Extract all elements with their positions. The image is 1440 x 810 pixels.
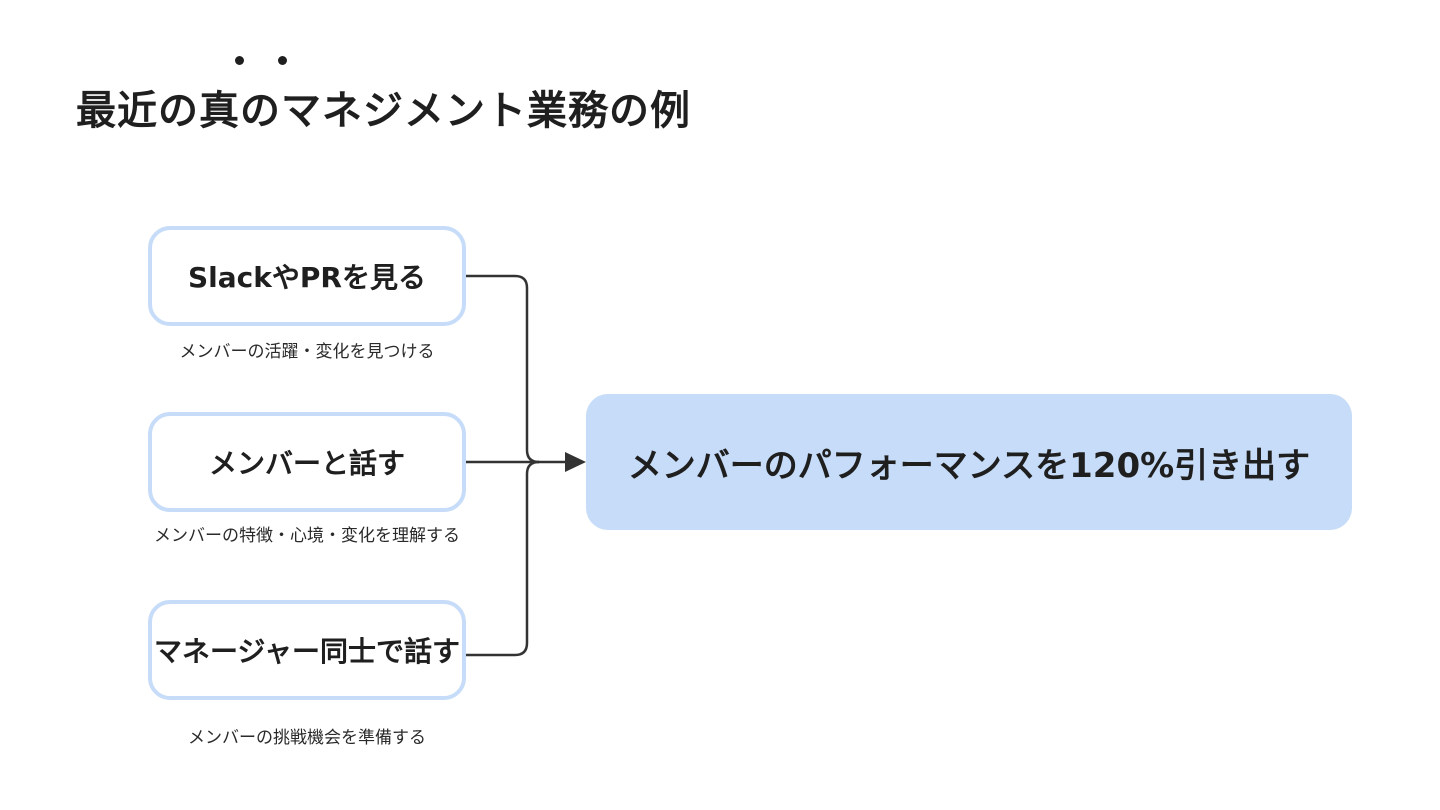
emphasis-dot bbox=[235, 56, 244, 65]
connector-from-managers bbox=[466, 460, 540, 657]
slide-title: 最近の真のマネジメント業務の例 bbox=[76, 88, 691, 134]
source-box-label: マネージャー同士で話す bbox=[153, 635, 461, 668]
source-box-label: メンバーと話す bbox=[208, 447, 405, 480]
source-caption-talk-members: メンバーの特徴・心境・変化を理解する bbox=[154, 526, 460, 546]
source-box-slack-pr: SlackやPRを見る bbox=[148, 226, 466, 326]
source-caption-slack-pr: メンバーの活躍・変化を見つける bbox=[179, 342, 435, 362]
connector-from-slack-pr bbox=[466, 274, 540, 464]
emphasis-dot bbox=[278, 56, 287, 65]
source-caption-managers-talk: メンバーの挑戦機会を準備する bbox=[188, 728, 426, 748]
source-box-talk-members: メンバーと話す bbox=[148, 412, 466, 512]
result-box-label: メンバーのパフォーマンスを120%引き出す bbox=[627, 445, 1311, 486]
result-box: メンバーのパフォーマンスを120%引き出す bbox=[586, 394, 1352, 530]
arrowhead-icon bbox=[565, 452, 586, 472]
source-box-managers-talk: マネージャー同士で話す bbox=[148, 600, 466, 700]
source-box-label: SlackやPRを見る bbox=[188, 261, 426, 294]
